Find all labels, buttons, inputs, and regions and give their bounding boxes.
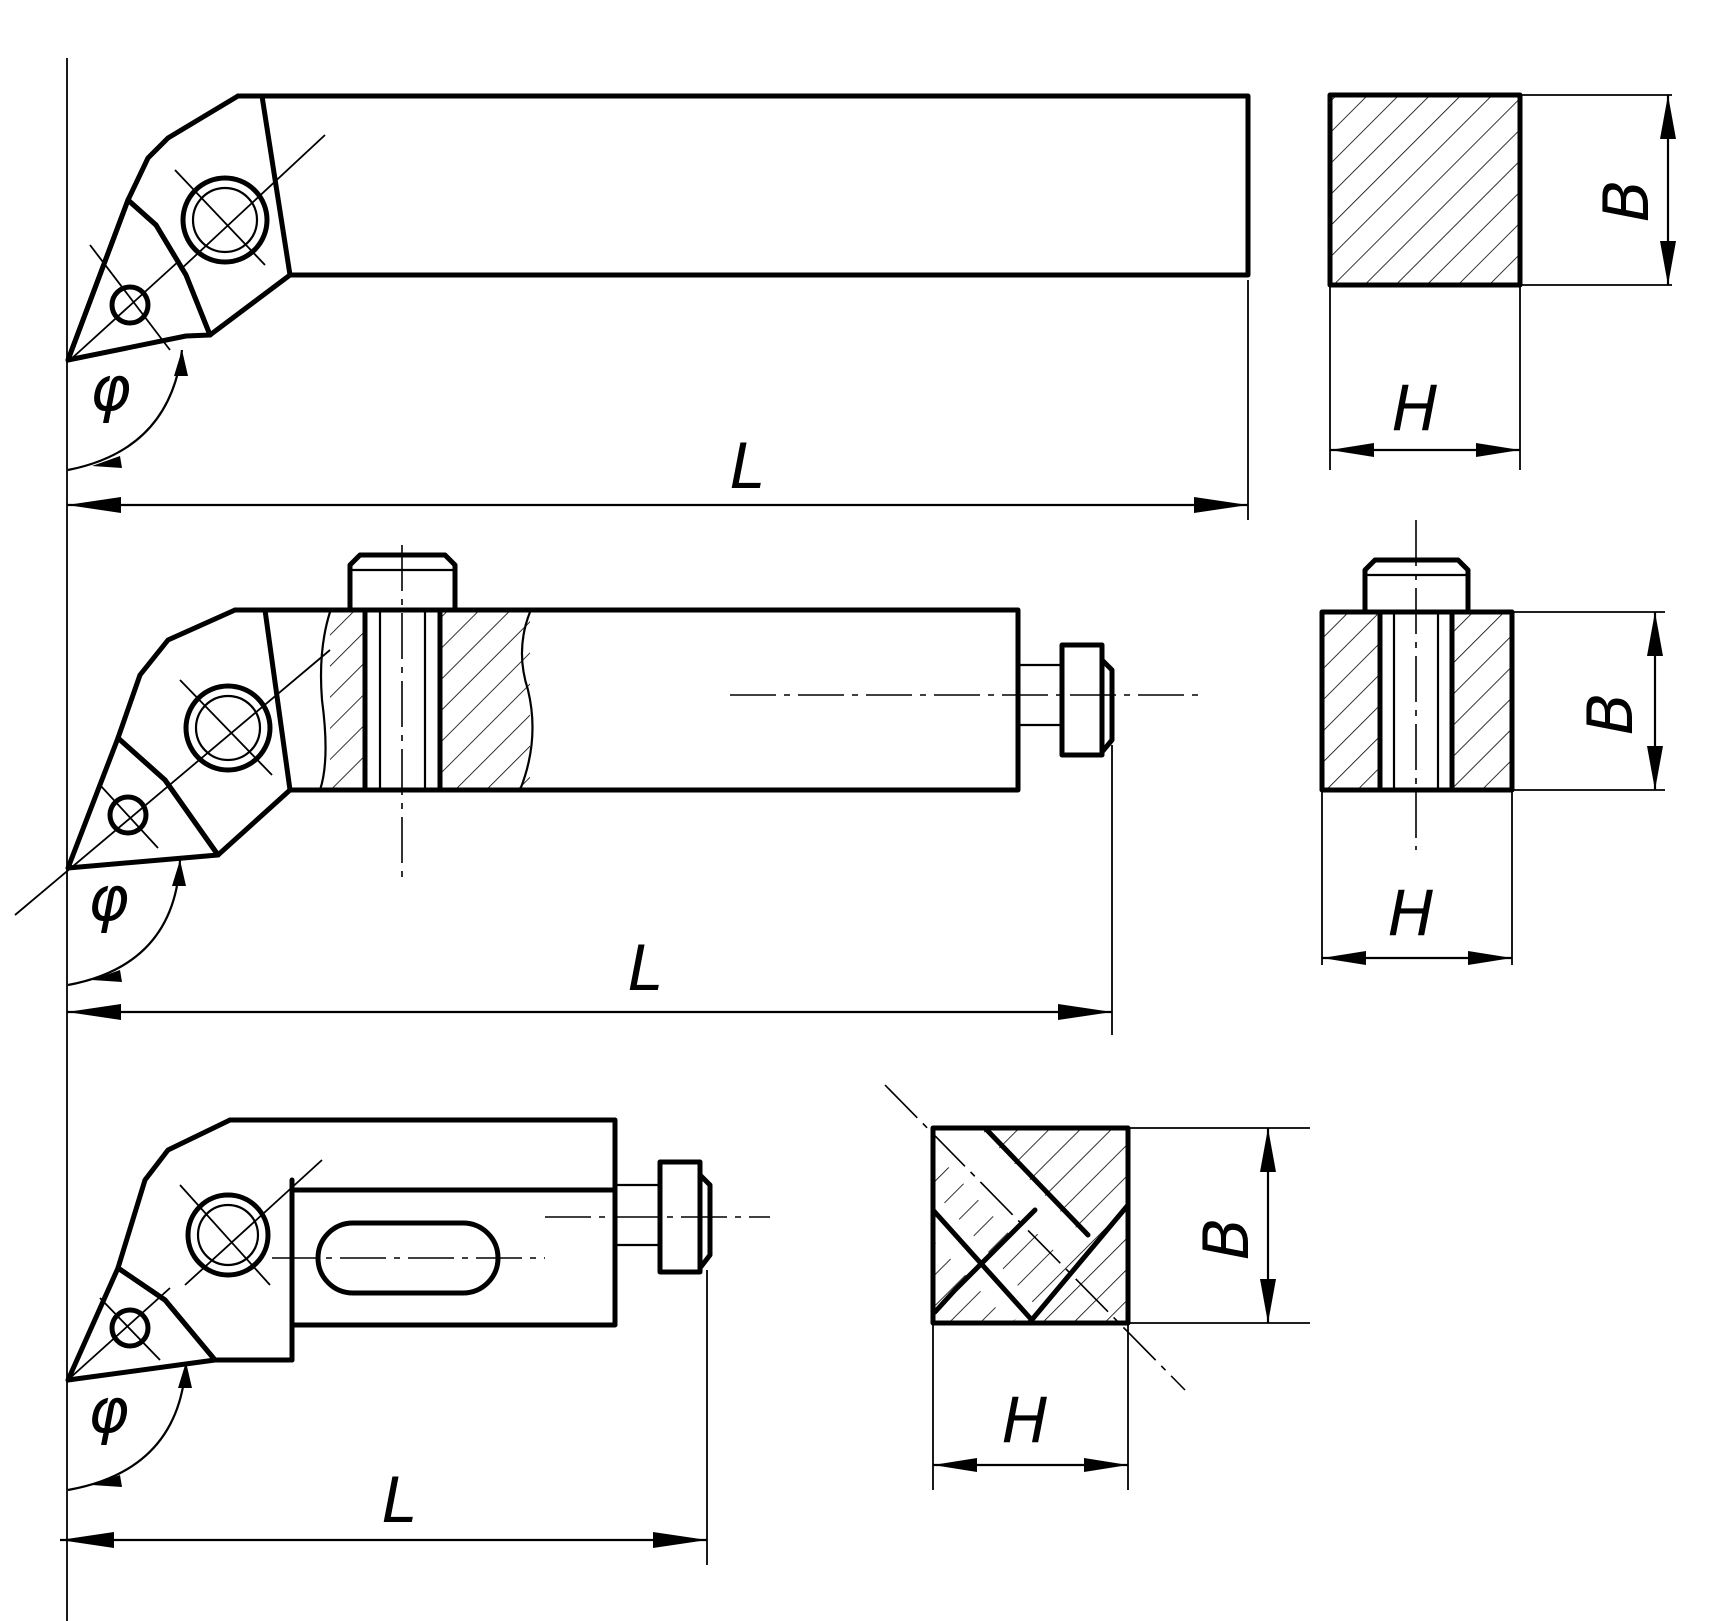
section-view-1: B H	[1327, 92, 1676, 470]
angle-label: φ	[88, 1374, 129, 1447]
length-label: L	[382, 1464, 417, 1537]
tool-view-3: φ L	[60, 1117, 770, 1565]
angle-label: φ	[90, 352, 131, 425]
angle-label: φ	[88, 862, 129, 935]
height-label: H	[1392, 372, 1439, 445]
width-label: B	[1590, 179, 1663, 222]
length-label: L	[628, 932, 663, 1005]
tool-view-1: φ L	[65, 93, 1251, 520]
height-label: H	[1002, 1384, 1049, 1457]
tool-view-2: φ L	[14, 545, 1200, 1035]
width-label: B	[1190, 1217, 1263, 1260]
section-view-3: B H	[884, 1084, 1310, 1490]
section-view-2: B H	[1319, 520, 1665, 965]
height-label: H	[1388, 877, 1435, 950]
length-label: L	[730, 430, 765, 503]
width-label: B	[1574, 692, 1647, 735]
